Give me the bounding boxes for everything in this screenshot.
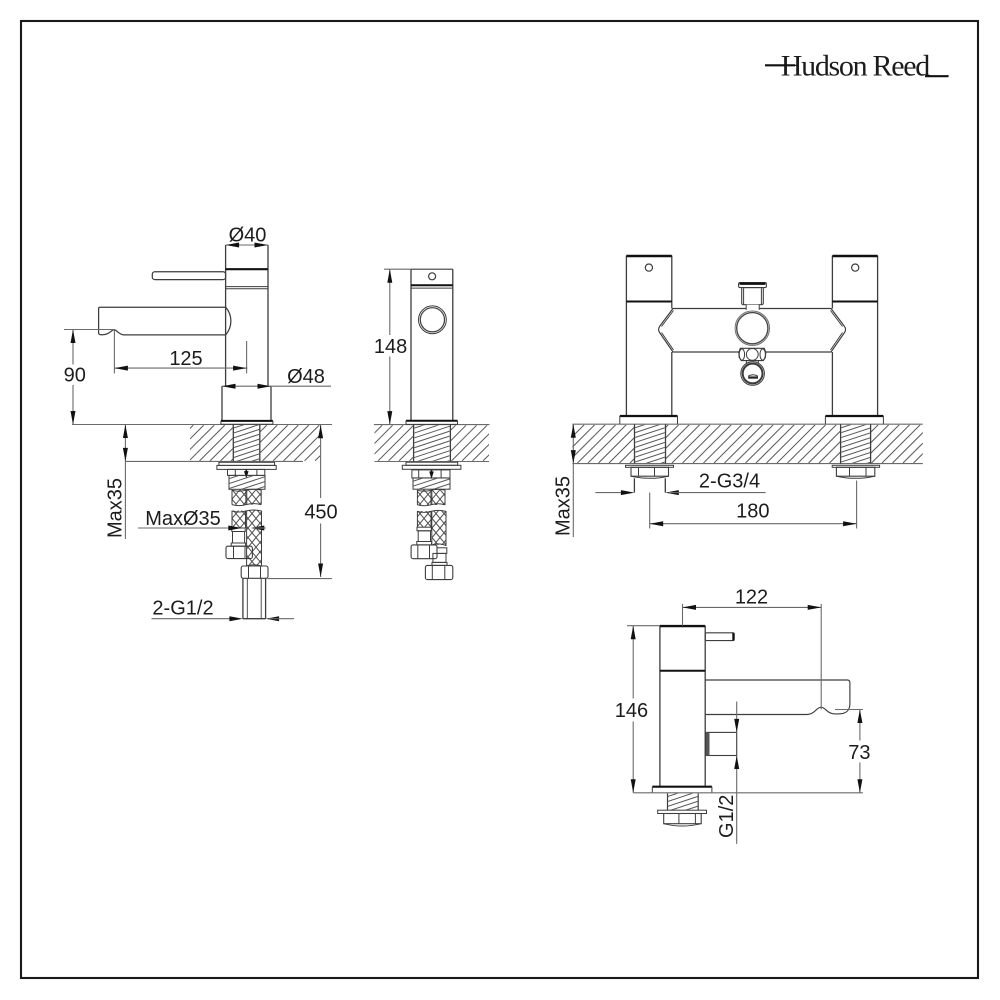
- svg-text:122: 122: [735, 587, 768, 609]
- svg-text:146: 146: [615, 700, 648, 722]
- svg-text:2-G1/2: 2-G1/2: [152, 598, 213, 620]
- svg-text:90: 90: [64, 364, 86, 386]
- svg-text:450: 450: [304, 501, 337, 523]
- svg-text:Ø40: Ø40: [229, 224, 267, 246]
- svg-text:Max35: Max35: [104, 478, 126, 538]
- svg-text:148: 148: [374, 336, 407, 358]
- svg-text:Ø48: Ø48: [287, 366, 325, 388]
- svg-text:2-G3/4: 2-G3/4: [699, 470, 760, 492]
- svg-text:73: 73: [848, 742, 870, 764]
- svg-text:G1/2: G1/2: [716, 795, 738, 838]
- svg-text:Max35: Max35: [553, 476, 575, 536]
- svg-text:Hudson Reed: Hudson Reed: [781, 50, 930, 83]
- svg-text:MaxØ35: MaxØ35: [145, 508, 221, 530]
- svg-text:125: 125: [169, 348, 202, 370]
- svg-text:180: 180: [736, 501, 769, 523]
